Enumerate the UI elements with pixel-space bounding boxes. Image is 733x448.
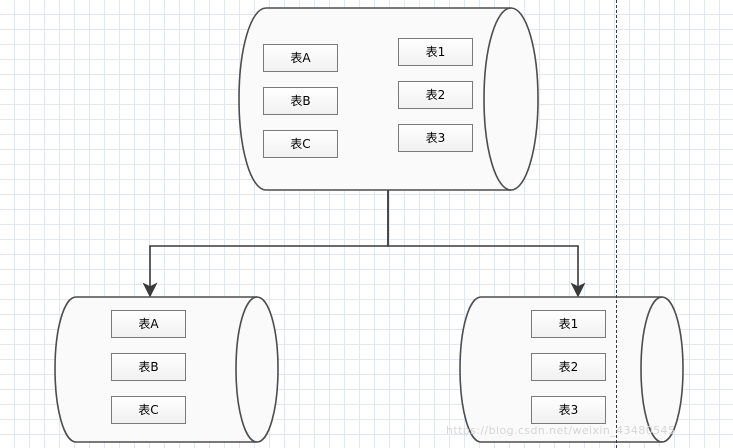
table-box[interactable]: 表2 <box>398 81 473 109</box>
table-box[interactable]: 表3 <box>398 124 473 152</box>
table-box[interactable]: 表C <box>263 130 338 158</box>
table-box[interactable]: 表B <box>263 87 338 115</box>
table-box[interactable]: 表2 <box>531 353 606 381</box>
slave-database-right[interactable]: 表1 表2 表3 <box>457 296 685 443</box>
table-box[interactable]: 表1 <box>398 38 473 66</box>
edge-master-to-left-slave <box>142 190 389 298</box>
table-box[interactable]: 表A <box>111 310 186 338</box>
table-box[interactable]: 表B <box>111 353 186 381</box>
watermark-text: https://blog.csdn.net/weixin_43480545 <box>446 424 676 437</box>
table-box[interactable]: 表C <box>111 396 186 424</box>
table-box[interactable]: 表A <box>263 44 338 72</box>
edge-master-to-right-slave <box>387 190 586 298</box>
slave-database-left[interactable]: 表A 表B 表C <box>52 296 280 443</box>
page-break-line <box>616 0 617 448</box>
table-box[interactable]: 表3 <box>531 396 606 424</box>
master-database[interactable]: 表A 表B 表C 表1 表2 表3 <box>236 7 541 191</box>
table-box[interactable]: 表1 <box>531 310 606 338</box>
